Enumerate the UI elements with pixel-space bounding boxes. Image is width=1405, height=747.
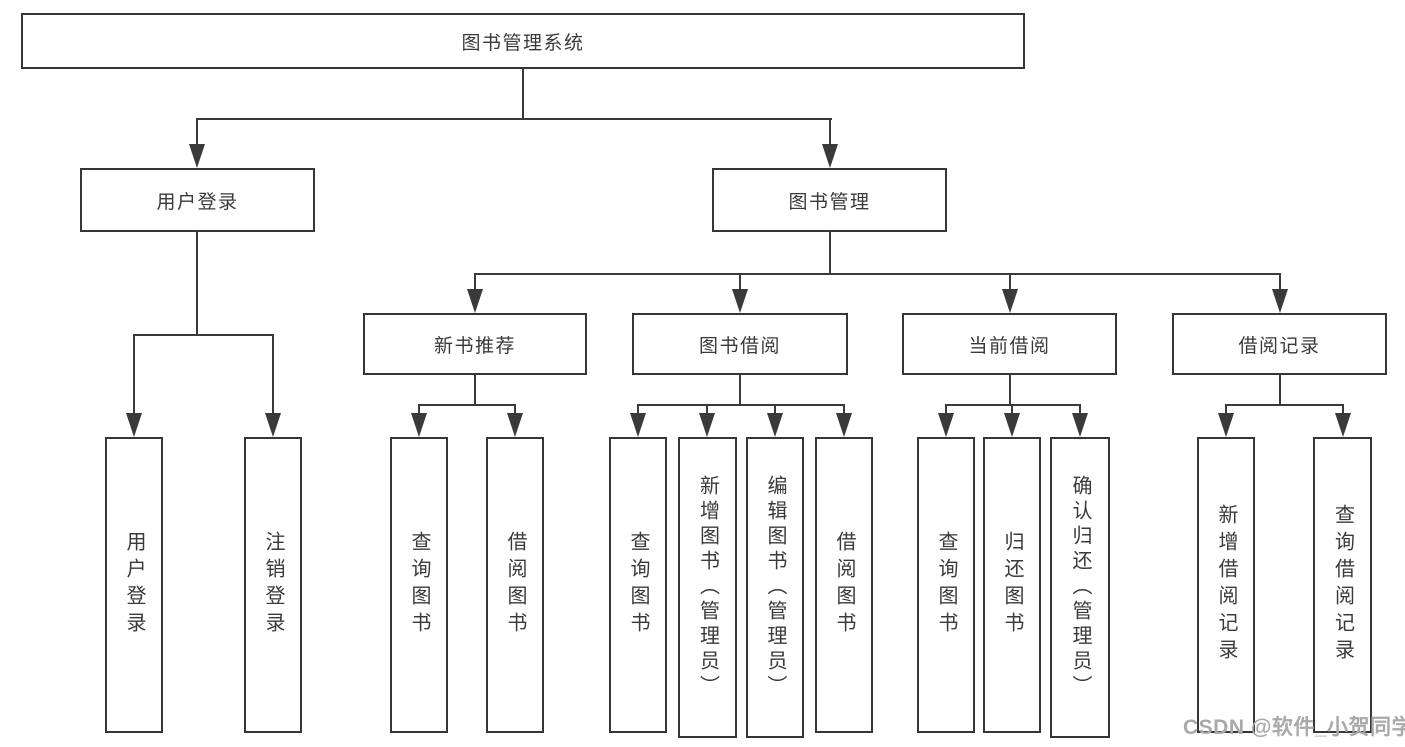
connector-line — [196, 230, 198, 336]
arrow-down-icon — [699, 413, 715, 437]
node-label: 注销登录 — [262, 531, 284, 639]
connector-line — [1279, 373, 1281, 406]
arrow-down-icon — [822, 144, 838, 168]
connector-line — [1225, 404, 1344, 406]
arrow-down-icon — [1335, 413, 1351, 437]
node-label: 当前借阅 — [968, 335, 1051, 357]
node-current-borrowing: 当前借阅 — [902, 313, 1117, 375]
connector-line — [637, 404, 639, 415]
node-label: 图书管理系统 — [461, 32, 585, 54]
connector-line — [637, 404, 845, 406]
leaf-query-borrow-record: 查询借阅记录 — [1313, 437, 1372, 733]
connector-line — [1279, 273, 1281, 291]
connector-line — [829, 118, 831, 146]
node-label: 查询图书 — [408, 531, 430, 639]
leaf-edit-book-admin: 编辑图书（管理员） — [746, 437, 804, 738]
leaf-borrow-books-recommend: 借阅图书 — [486, 437, 544, 733]
node-label: 借阅记录 — [1238, 335, 1321, 357]
arrow-down-icon — [630, 413, 646, 437]
connector-line — [196, 118, 832, 120]
connector-line — [522, 67, 524, 120]
node-book-management: 图书管理 — [712, 168, 947, 232]
node-book-borrowing: 图书借阅 — [632, 313, 848, 375]
node-label: 归还图书 — [1001, 531, 1023, 639]
node-label: 新增图书（管理员） — [696, 475, 719, 700]
arrow-down-icon — [467, 289, 483, 313]
arrow-down-icon — [507, 413, 523, 437]
connector-line — [133, 334, 274, 336]
arrow-down-icon — [126, 413, 142, 437]
leaf-logout: 注销登录 — [244, 437, 302, 733]
connector-line — [1225, 404, 1227, 415]
node-label: 查询图书 — [935, 531, 957, 639]
arrow-down-icon — [1002, 289, 1018, 313]
node-root-library-system: 图书管理系统 — [21, 13, 1025, 69]
node-label: 图书借阅 — [698, 335, 781, 357]
node-label: 新书推荐 — [433, 335, 516, 357]
connector-line — [829, 230, 831, 275]
connector-line — [418, 404, 420, 415]
node-user-login: 用户登录 — [80, 168, 315, 232]
connector-line — [514, 404, 516, 415]
node-label: 编辑图书（管理员） — [764, 475, 786, 700]
connector-line — [133, 334, 135, 415]
leaf-query-books-borrowing: 查询图书 — [609, 437, 667, 733]
node-label: 确认归还（管理员） — [1069, 475, 1091, 700]
connector-line — [843, 404, 845, 415]
arrow-down-icon — [265, 413, 281, 437]
node-label: 借阅图书 — [833, 531, 855, 639]
node-label: 图书管理 — [788, 191, 871, 213]
connector-line — [474, 373, 476, 406]
connector-line — [706, 404, 708, 415]
connector-line — [945, 404, 947, 415]
connector-line — [945, 404, 1081, 406]
leaf-return-book: 归还图书 — [983, 437, 1041, 733]
connector-line — [196, 118, 198, 146]
connector-line — [774, 404, 776, 415]
connector-line — [1009, 273, 1011, 291]
node-label: 用户登录 — [123, 531, 145, 639]
arrow-down-icon — [732, 289, 748, 313]
node-label: 查询图书 — [627, 531, 649, 639]
leaf-add-book-admin: 新增图书（管理员） — [678, 437, 737, 738]
csdn-watermark: CSDN @软件_小贺同学 — [1183, 716, 1405, 739]
leaf-query-books-current: 查询图书 — [917, 437, 975, 733]
arrow-down-icon — [836, 413, 852, 437]
connector-line — [474, 273, 476, 291]
leaf-add-borrow-record: 新增借阅记录 — [1197, 437, 1255, 733]
connector-line — [1011, 404, 1013, 415]
connector-line — [1342, 404, 1344, 415]
connector-line — [418, 404, 516, 406]
leaf-confirm-return-admin: 确认归还（管理员） — [1050, 437, 1110, 738]
node-new-book-recommend: 新书推荐 — [363, 313, 587, 375]
connector-line — [1009, 373, 1011, 406]
arrow-down-icon — [189, 144, 205, 168]
arrow-down-icon — [411, 413, 427, 437]
arrow-down-icon — [1072, 413, 1088, 437]
connector-line — [272, 334, 274, 415]
arrow-down-icon — [767, 413, 783, 437]
leaf-query-books-recommend: 查询图书 — [390, 437, 448, 733]
connector-line — [739, 273, 741, 291]
connector-line — [474, 273, 1281, 275]
leaf-user-login: 用户登录 — [105, 437, 163, 733]
node-label: 用户登录 — [156, 191, 239, 213]
connector-line — [1079, 404, 1081, 415]
node-label: 查询借阅记录 — [1331, 504, 1354, 666]
arrow-down-icon — [1272, 289, 1288, 313]
node-label: 新增借阅记录 — [1215, 504, 1237, 666]
node-borrowing-records: 借阅记录 — [1172, 313, 1387, 375]
arrow-down-icon — [938, 413, 954, 437]
arrow-down-icon — [1218, 413, 1234, 437]
leaf-borrow-books: 借阅图书 — [815, 437, 873, 733]
arrow-down-icon — [1004, 413, 1020, 437]
node-label: 借阅图书 — [504, 531, 526, 639]
connector-line — [739, 373, 741, 406]
